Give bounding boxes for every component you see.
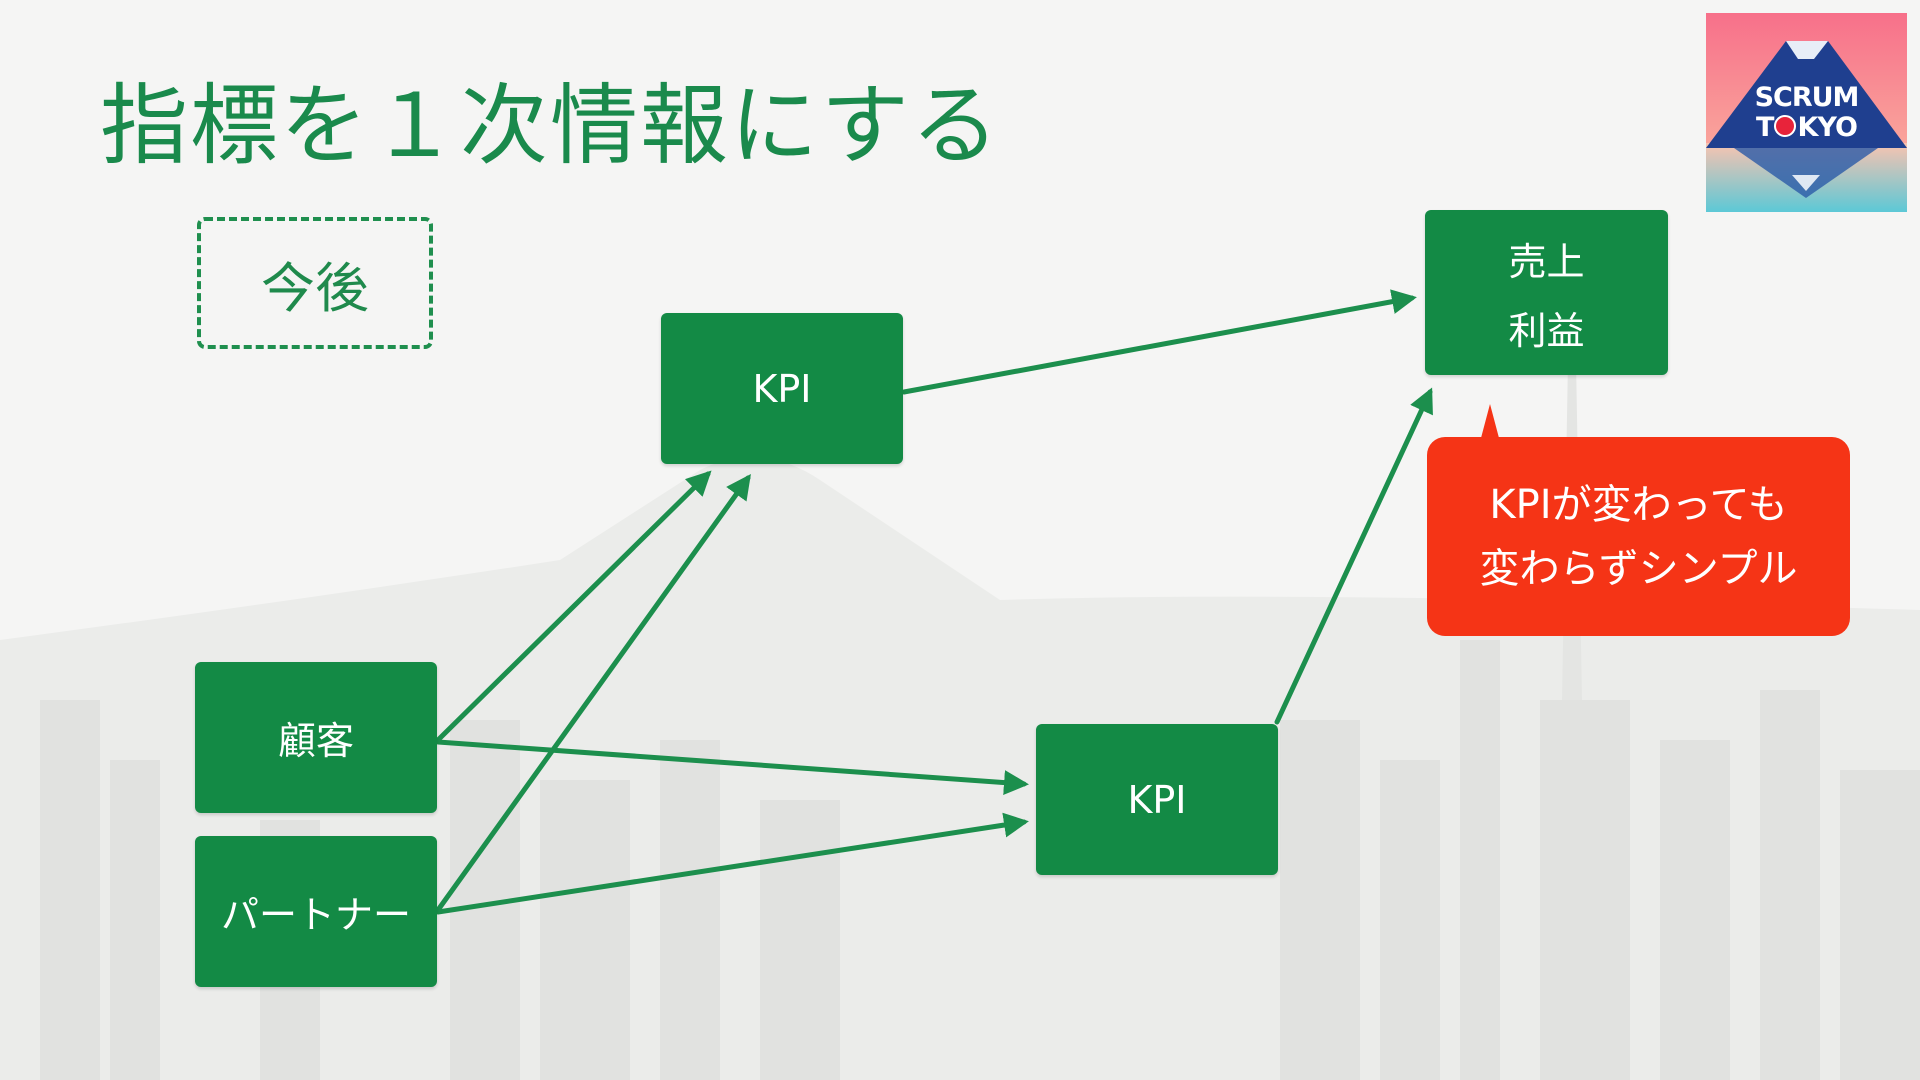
- node-kpi-top: KPI: [661, 313, 903, 464]
- node-partner-label: パートナー: [220, 893, 411, 937]
- node-customer: 顧客: [195, 662, 437, 813]
- node-kpi-bottom-label: KPI: [1127, 777, 1187, 822]
- scrum-tokyo-logo: SCRUM T KYO: [1706, 13, 1907, 212]
- logo-rising-sun: [1774, 115, 1797, 137]
- node-result-line2: 利益: [1508, 308, 1585, 353]
- logo-line2-part1: T: [1756, 112, 1774, 143]
- callout-line1: KPIが変わっても: [1489, 481, 1788, 528]
- future-tag: 今後: [197, 217, 433, 349]
- callout-pointer: [1481, 404, 1499, 438]
- callout-line2: 変わらずシンプル: [1479, 545, 1798, 592]
- slide-title: 指標を１次情報にする: [100, 74, 1001, 177]
- node-kpi-top-label: KPI: [752, 366, 812, 411]
- node-result: 売上 利益: [1425, 210, 1668, 375]
- node-partner: パートナー: [195, 836, 437, 987]
- logo-line2: T KYO: [1706, 114, 1907, 141]
- callout-bubble: KPIが変わっても 変わらずシンプル: [1427, 437, 1850, 636]
- logo-line1: SCRUM: [1754, 82, 1860, 113]
- node-kpi-bottom: KPI: [1036, 724, 1278, 875]
- node-result-line1: 売上: [1508, 239, 1585, 284]
- logo-line2-part2: KYO: [1797, 112, 1857, 143]
- node-customer-label: 顧客: [277, 719, 354, 763]
